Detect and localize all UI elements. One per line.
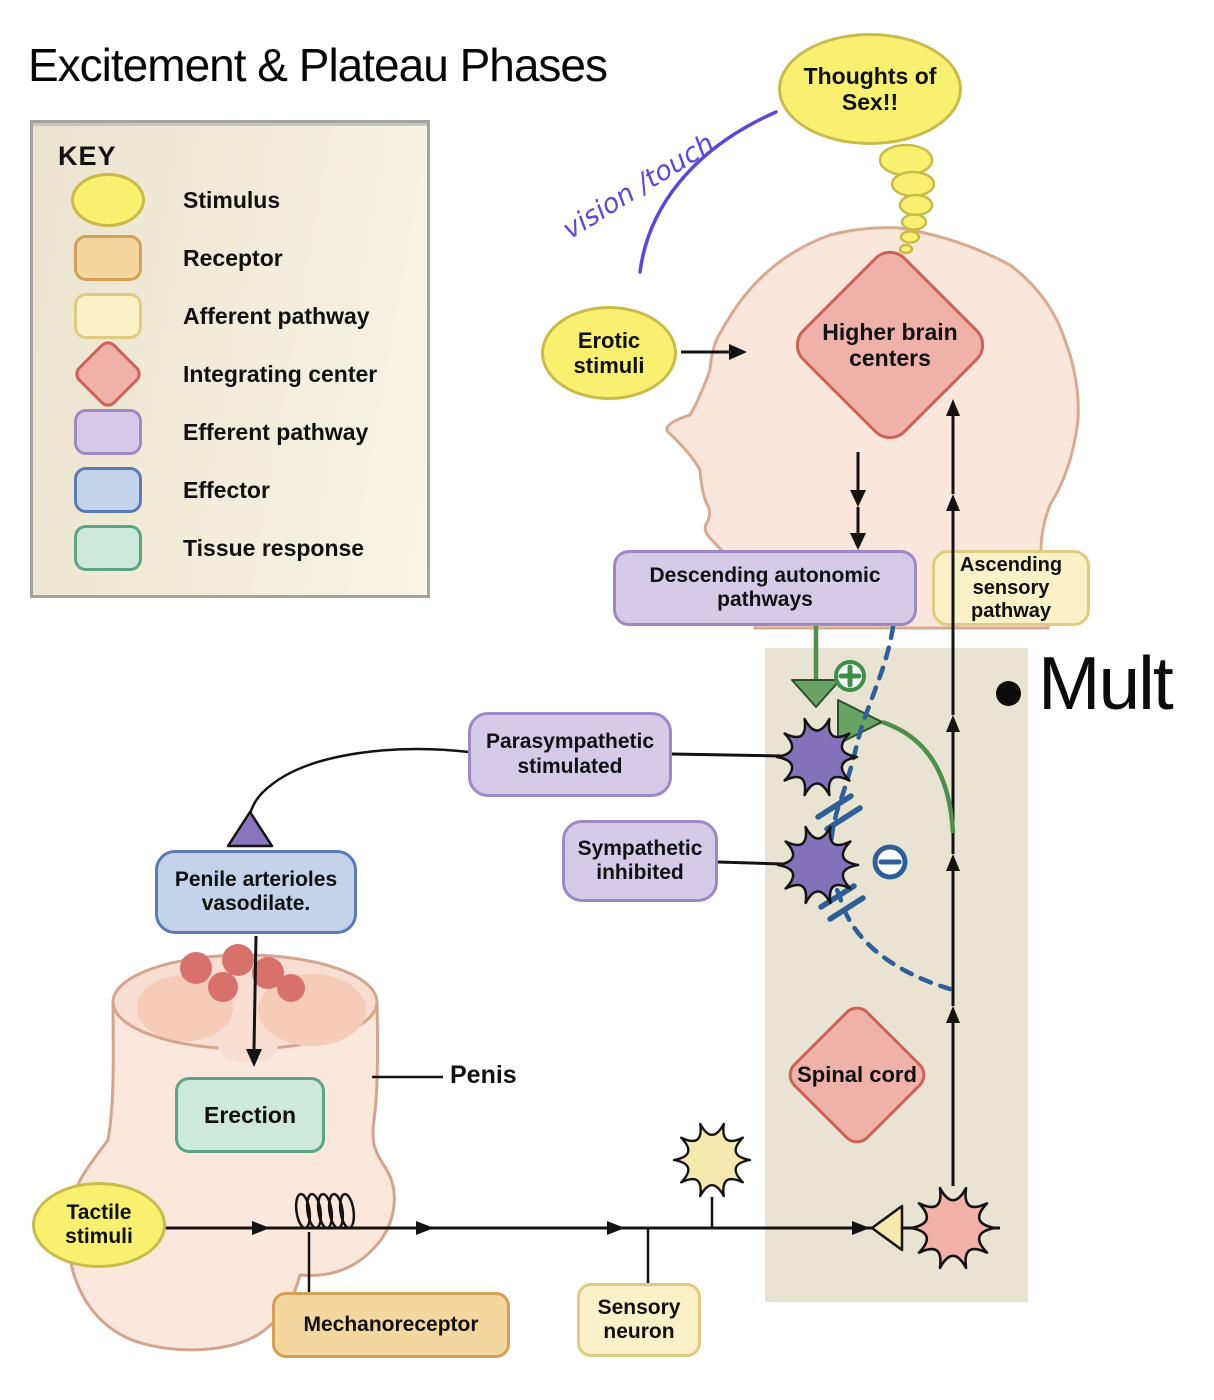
legend-item-receptor: Receptor	[33, 229, 427, 287]
descending-arrow	[850, 452, 866, 550]
parasympathetic-stimulated-box: Parasympathetic stimulated	[468, 712, 672, 797]
integrating-swatch-icon	[71, 337, 145, 411]
green-curve	[881, 719, 956, 834]
higher-brain-centers-node: Higher brain centers	[790, 245, 990, 445]
inhibition-slash	[818, 883, 857, 910]
receptor-swatch-icon	[74, 235, 142, 281]
penile-arterioles-box: Penile arterioles vasodilate.	[155, 850, 357, 934]
sensory-neuron-box: Sensory neuron	[577, 1283, 701, 1357]
excitatory-synapse-triangle	[791, 679, 841, 708]
afferent-pathway-line	[160, 1197, 1000, 1292]
erotic-stimuli-arrow	[681, 344, 747, 360]
legend-item-afferent: Afferent pathway	[33, 287, 427, 345]
tissue-swatch-icon	[74, 525, 142, 571]
legend: KEY Stimulus Receptor Afferent pathway I…	[30, 120, 430, 598]
mechanoreceptor-box: Mechanoreceptor	[272, 1292, 510, 1358]
legend-item-stimulus: Stimulus	[33, 171, 427, 229]
efferent-synapse-triangle	[226, 810, 274, 848]
penis-label: Penis	[450, 1061, 517, 1089]
legend-heading: KEY	[58, 141, 117, 171]
mechanoreceptor-coil-icon	[294, 1192, 356, 1230]
vasodilation-arrow	[246, 935, 262, 1067]
afferent-synapse-triangle	[870, 1204, 904, 1252]
legend-item-tissue: Tissue response	[33, 519, 427, 577]
descending-autonomic-pathways-box: Descending autonomic pathways	[613, 550, 917, 626]
legend-item-integrating: Integrating center	[33, 337, 427, 411]
legend-items: Stimulus Receptor Afferent pathway Integ…	[33, 171, 427, 577]
tactile-stimuli-stimulus: Tactile stimuli	[32, 1182, 166, 1268]
bullet-text: Mult	[1038, 641, 1174, 725]
inhibition-slash	[827, 895, 866, 922]
erection-box: Erection	[175, 1077, 325, 1153]
stimulus-swatch-icon	[71, 173, 145, 227]
afferent-swatch-icon	[74, 293, 142, 339]
parasympathetic-efferent-curve	[226, 747, 470, 848]
thoughts-of-sex-stimulus: Thoughts of Sex!!	[778, 33, 962, 145]
legend-item-effector: Effector	[33, 461, 427, 519]
sympathetic-inhibited-pathway	[815, 624, 953, 992]
bullet-point	[996, 681, 1021, 706]
inhibition-slash	[824, 805, 863, 832]
handwritten-annotation: vision /touch	[557, 127, 721, 246]
sympathetic-inhibited-box: Sympathetic inhibited	[562, 820, 718, 902]
handwritten-curve	[638, 110, 778, 274]
efferent-swatch-icon	[74, 409, 142, 455]
effector-swatch-icon	[74, 467, 142, 513]
spinal-cord-node: Spinal cord	[782, 1000, 932, 1150]
legend-item-efferent: Efferent pathway	[33, 403, 427, 461]
parasympathetic-connector	[671, 752, 783, 758]
erotic-stimuli-stimulus: Erotic stimuli	[541, 306, 677, 400]
sympathetic-connector	[717, 860, 783, 866]
ascending-sensory-pathway-box: Ascending sensory pathway	[932, 550, 1090, 626]
inhibition-slash	[815, 793, 854, 820]
page-title: Excitement & Plateau Phases	[28, 39, 608, 91]
